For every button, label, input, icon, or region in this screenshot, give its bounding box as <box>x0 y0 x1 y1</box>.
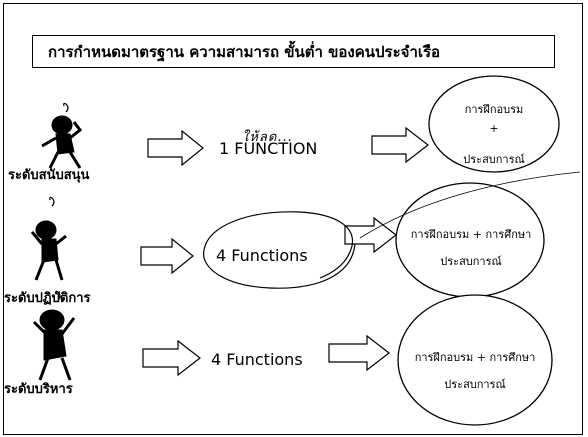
oval-row-1 <box>428 75 560 173</box>
level-label-management: ระดับบริหาร <box>4 382 73 397</box>
oval-row-3 <box>397 294 553 426</box>
arrow-to-function-2 <box>140 237 194 275</box>
thinking-person-icon <box>32 290 76 381</box>
arrow-to-oval-2 <box>344 216 397 254</box>
oval-3-line1: การฝึกอบรม + การศึกษา <box>414 351 536 364</box>
title-box <box>32 35 555 68</box>
function-label-3: 4 Functions <box>211 350 303 369</box>
arrow-to-oval-1 <box>371 126 429 164</box>
oval-1-line1: การฝึกอบรม <box>464 103 524 116</box>
hand-drawn-line <box>359 171 581 239</box>
oval-1-plus: + <box>489 122 499 135</box>
oval-2-line1: การฝึกอบรม + การศึกษา <box>410 228 532 241</box>
thinking-person-icon <box>30 196 67 281</box>
slide-title: การกำหนดมาตรฐาน ความสามารถ ขั้นต่ำ ของคน… <box>48 43 441 61</box>
level-label-operational: ระดับปฏิบัติการ <box>4 291 91 306</box>
arrow-to-function-1 <box>147 129 204 167</box>
function-label-1: 1 FUNCTION <box>219 139 318 158</box>
handwritten-note: ให้ลด... <box>242 130 293 145</box>
thinking-person-icon <box>41 102 83 169</box>
slide-frame <box>3 3 583 435</box>
oval-1-line2: ประสบการณ์ <box>463 153 525 166</box>
arrow-to-oval-3 <box>328 334 390 372</box>
level-label-support: ระดับสนับสนุน <box>8 168 90 183</box>
oval-2-line2: ประสบการณ์ <box>440 255 502 268</box>
function-label-2: 4 Functions <box>216 246 308 265</box>
hand-drawn-circle <box>203 211 356 289</box>
oval-3-line2: ประสบการณ์ <box>444 378 506 391</box>
arrow-to-function-3 <box>142 339 201 377</box>
